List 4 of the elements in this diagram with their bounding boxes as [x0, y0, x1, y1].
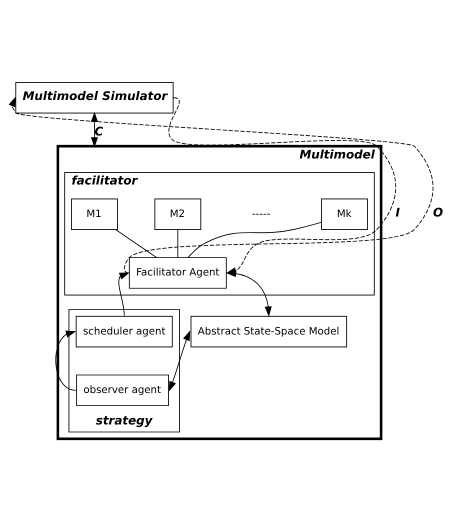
edge-label: C — [94, 124, 104, 138]
edge-label: I — [396, 205, 400, 220]
edge-label: O — [432, 205, 444, 220]
label: ----- — [252, 208, 270, 220]
